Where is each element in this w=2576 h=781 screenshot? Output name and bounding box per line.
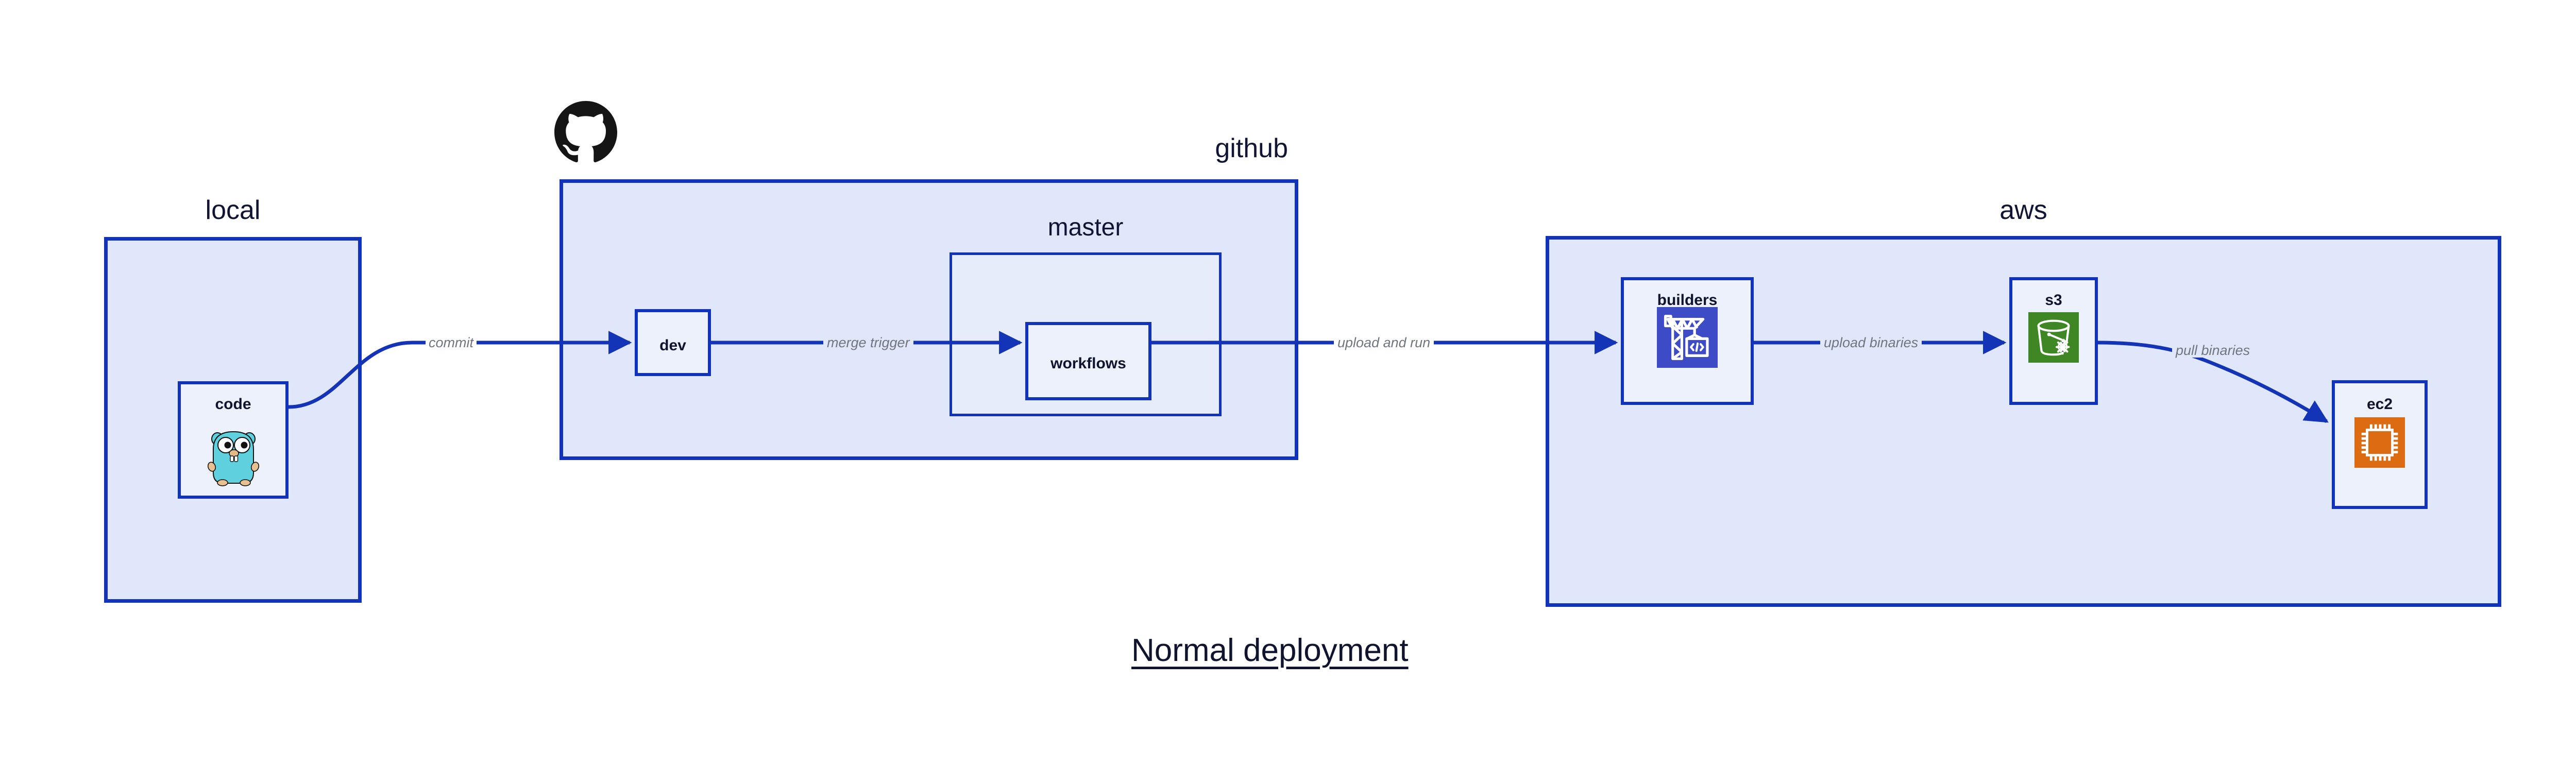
node-s3-label: s3: [2045, 292, 2062, 309]
node-builders[interactable]: builders: [1621, 277, 1754, 405]
node-workflows-label: workflows: [1050, 355, 1126, 372]
edge-label-pull-binaries: pull binaries: [2172, 344, 2254, 358]
group-label-local: local: [205, 195, 261, 225]
node-s3[interactable]: s3: [2009, 277, 2098, 405]
node-ec2[interactable]: ec2: [2332, 380, 2428, 509]
group-label-master: master: [1047, 214, 1124, 241]
group-label-github: github: [1215, 133, 1288, 163]
github-octocat-logo: [554, 101, 617, 164]
aws-codebuild-crane-icon: [1657, 307, 1718, 368]
node-dev-label: dev: [659, 337, 686, 354]
edge-label-merge-trigger: merge trigger: [823, 336, 913, 350]
node-ec2-label: ec2: [2366, 396, 2393, 413]
node-code-label: code: [215, 396, 251, 413]
diagram-caption: Normal deployment: [1131, 633, 1409, 668]
aws-ec2-cpu-icon: [2354, 417, 2405, 468]
node-workflows[interactable]: workflows: [1025, 322, 1151, 400]
go-gopher-icon: [205, 425, 262, 486]
edge-label-commit: commit: [426, 336, 477, 350]
aws-s3-bucket-icon: [2028, 312, 2079, 363]
edge-label-upload-and-run: upload and run: [1334, 336, 1434, 350]
node-code[interactable]: code: [178, 381, 289, 499]
group-label-aws: aws: [1999, 195, 2047, 225]
edge-label-upload-binaries: upload binaries: [1820, 336, 1922, 350]
node-builders-label: builders: [1657, 292, 1718, 309]
node-dev[interactable]: dev: [635, 309, 711, 376]
